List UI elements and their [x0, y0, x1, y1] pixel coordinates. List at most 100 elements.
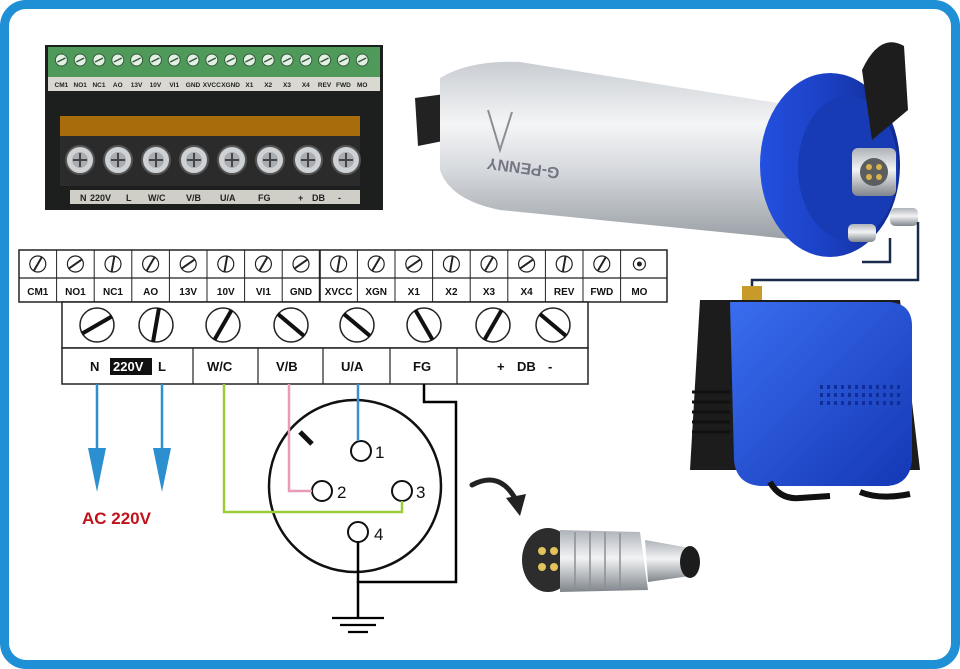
connector-outline [267, 398, 443, 574]
control-screw-xvcc [330, 255, 348, 273]
control-label-xvcc: XVCC [325, 287, 353, 298]
pin-2 [311, 480, 333, 502]
photo-top-label-vi1: VI1 [169, 82, 179, 89]
photo-top-label-mo: MO [357, 82, 367, 89]
control-screw-gnd [292, 255, 310, 273]
pin-1 [350, 440, 372, 462]
photo-top-label-13v: 13V [131, 82, 143, 89]
control-label-x3: X3 [483, 287, 496, 298]
terminal-wc: W/C [207, 359, 233, 374]
wire-fg [356, 384, 458, 584]
photo-top-label-gnd: GND [186, 82, 201, 89]
power-screw-5 [339, 307, 375, 343]
water-fitting-1 [848, 224, 876, 242]
power-screw-8 [535, 307, 571, 343]
photo-top-label-rev: REV [318, 82, 332, 89]
control-label-vi1: VI1 [256, 287, 271, 298]
photo-label-wc: W/C [148, 193, 166, 203]
photo-top-label-fwd: FWD [336, 82, 351, 89]
plug-cable-end [680, 546, 700, 578]
photo-label-strip [48, 77, 380, 91]
control-screw-ao [142, 255, 160, 273]
pump-outlet [742, 286, 762, 304]
terminal-vb: V/B [276, 359, 298, 374]
photo-label-fg: FG [258, 193, 271, 203]
photo-label-ua: U/A [220, 193, 236, 203]
control-screw-vi1 [254, 255, 272, 273]
control-label-ao: AO [143, 287, 158, 298]
control-label-13v: 13V [179, 287, 197, 298]
water-pump-photo [690, 286, 920, 502]
power-screw-2 [138, 307, 174, 343]
photo-label-db: DB [312, 193, 325, 203]
pin-2-label: 2 [337, 483, 346, 502]
control-screw-mo [632, 257, 647, 271]
control-label-10v: 10V [217, 287, 235, 298]
photo-top-label-x2: X2 [264, 82, 272, 89]
control-label-mo: MO [631, 287, 647, 298]
supply-label: AC 220V [82, 509, 152, 528]
curved-arrow-head [506, 494, 526, 516]
photo-top-label-x3: X3 [283, 82, 291, 89]
power-screw-7 [475, 307, 511, 343]
photo-top-label-x4: X4 [302, 82, 310, 89]
pin-4-label: 4 [374, 525, 383, 544]
terminal-220v: 220V [113, 359, 144, 374]
photo-top-label-cm1: CM1 [55, 82, 69, 89]
control-screw-x3 [480, 255, 498, 273]
terminal-db: DB [517, 359, 536, 374]
terminal-plus: + [497, 359, 505, 374]
arrow-down-icon-n [88, 448, 106, 492]
control-screw-fwd [593, 255, 611, 273]
pump-suction-cup-right [858, 489, 911, 500]
power-screw-6 [406, 307, 442, 343]
photo-top-label-xgnd: XGND [221, 82, 240, 89]
photo-label-minus: - [338, 193, 341, 203]
control-label-cm1: CM1 [27, 287, 49, 298]
curved-arrow-icon [469, 477, 519, 503]
connector-key-notch [298, 430, 314, 446]
power-terminal-block: N 220V L W/C V/B U/A FG + DB - [61, 301, 589, 385]
wire-vb [287, 384, 312, 493]
ground-icon [332, 616, 384, 634]
photo-top-label-x1: X1 [245, 82, 253, 89]
control-screw-x4 [517, 255, 536, 273]
pin-1-label: 1 [375, 443, 384, 462]
terminal-fg: FG [413, 359, 431, 374]
terminal-ua: U/A [341, 359, 364, 374]
photo-top-label-ao: AO [113, 82, 123, 89]
photo-top-label-nc1: NC1 [92, 82, 105, 89]
power-screw-1 [79, 307, 115, 343]
control-screw-cm1 [29, 255, 47, 273]
control-screw-x1 [405, 255, 423, 273]
photo-label-vb: V/B [186, 193, 202, 203]
plug-knurled-nut [560, 530, 648, 592]
control-label-no1: NO1 [65, 287, 86, 298]
connector-diagram: 1 2 3 4 [267, 398, 443, 574]
control-label-fwd: FWD [590, 287, 613, 298]
photo-top-label-10v: 10V [150, 82, 162, 89]
supply-arrows: AC 220V [82, 384, 171, 528]
control-screw-rev [555, 255, 573, 273]
orange-cover [60, 116, 360, 136]
water-fitting-2 [890, 208, 918, 226]
control-screw-nc1 [104, 255, 122, 273]
terminal-n: N [90, 359, 99, 374]
spindle-nose [415, 94, 448, 146]
pump-vent-grille [820, 385, 900, 405]
spindle-body [440, 61, 800, 240]
control-label-xgn: XGN [365, 287, 387, 298]
control-screw-x2 [442, 255, 460, 273]
control-label-rev: REV [554, 287, 575, 298]
control-label-nc1: NC1 [103, 287, 123, 298]
pin-4 [347, 521, 369, 543]
aviation-plug-photo [522, 528, 700, 592]
control-label-x4: X4 [520, 287, 533, 298]
spindle-motor-photo: G-PENNY [415, 42, 920, 290]
terminal-l: L [158, 359, 166, 374]
photo-power-label-strip [70, 190, 360, 204]
photo-label-l: L [126, 193, 132, 203]
power-screw-3 [205, 307, 241, 343]
